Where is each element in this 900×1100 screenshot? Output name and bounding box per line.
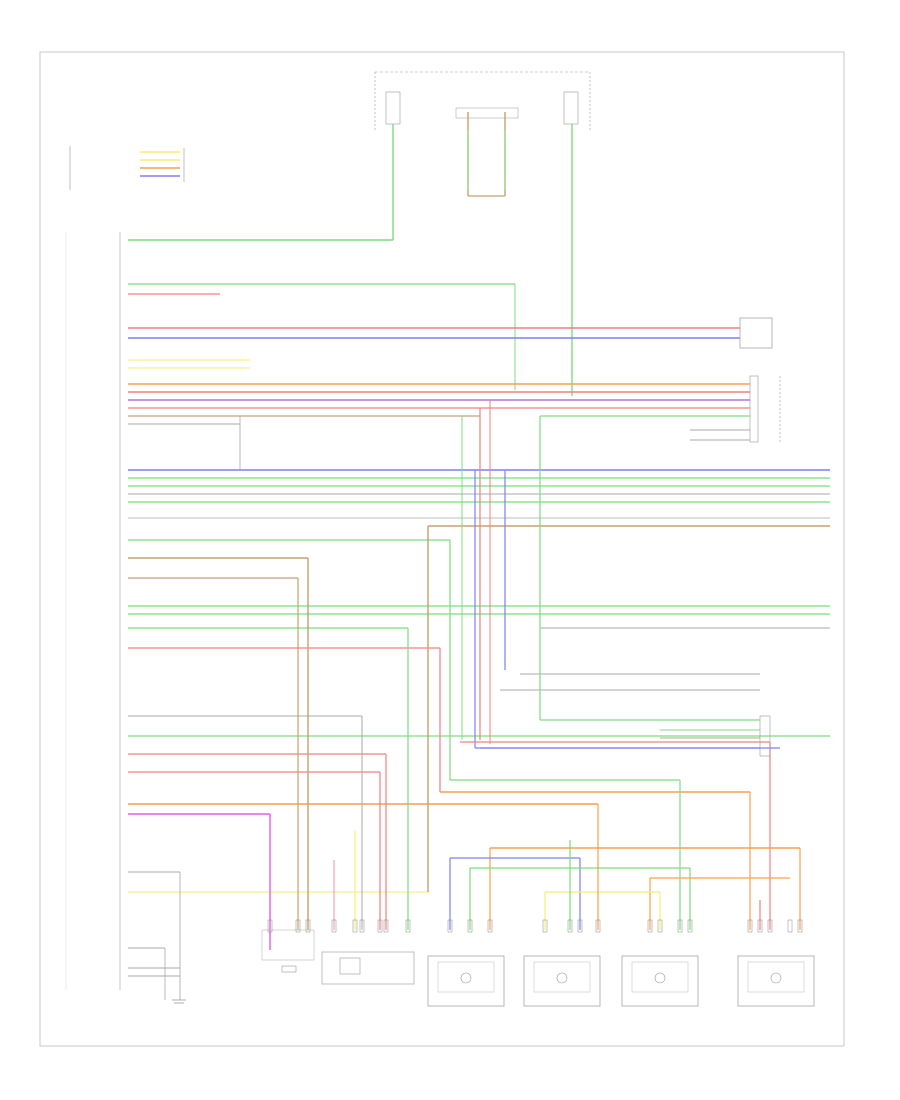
connector-pin (267, 919, 273, 933)
bottom-actuator-1 (427, 955, 505, 1007)
connector-pin (787, 919, 793, 933)
connector-pin (447, 919, 453, 933)
connector-pin (305, 919, 311, 933)
bottom-actuator-2 (523, 955, 601, 1007)
right-module (540, 317, 781, 443)
connector-pin (487, 919, 493, 933)
connector-pin (767, 919, 773, 933)
connector-pin (797, 919, 803, 933)
connector-pin (405, 919, 411, 933)
connector-pin (467, 919, 473, 933)
wire-actuator-feeds (440, 741, 801, 930)
top-fuse-block-right (440, 71, 591, 396)
bottom-actuator-4 (737, 955, 815, 1007)
connector-pin (331, 919, 337, 933)
connector-pin (677, 919, 683, 933)
connector-pin (657, 919, 663, 933)
connector-pin (377, 919, 383, 933)
top-fuse-block-left (374, 71, 440, 240)
connector-pin (359, 919, 365, 933)
diagram-frame (39, 51, 845, 1047)
connector-pin (757, 919, 763, 933)
bottom-connector-1 (261, 929, 315, 973)
bottom-connector-2 (321, 951, 415, 985)
left-module (65, 232, 121, 990)
connector-stubs (267, 919, 803, 933)
connector-pin (352, 919, 358, 933)
connector-pin (542, 919, 548, 933)
connector-pin (747, 919, 753, 933)
right-sensor (480, 715, 771, 757)
top-center-connector (455, 107, 519, 197)
connector-pin (687, 919, 693, 933)
connector-pin (295, 919, 301, 933)
connector-pin (595, 919, 601, 933)
wire-vertical-drops (239, 400, 599, 950)
connector-pin (647, 919, 653, 933)
wire-harness-main (128, 239, 830, 977)
connector-pin (567, 919, 573, 933)
bottom-actuator-3 (621, 955, 699, 1007)
lower-left-ground (164, 872, 186, 1004)
connector-pin (577, 919, 583, 933)
upper-left-bundle (69, 146, 185, 190)
connector-pin (383, 919, 389, 933)
